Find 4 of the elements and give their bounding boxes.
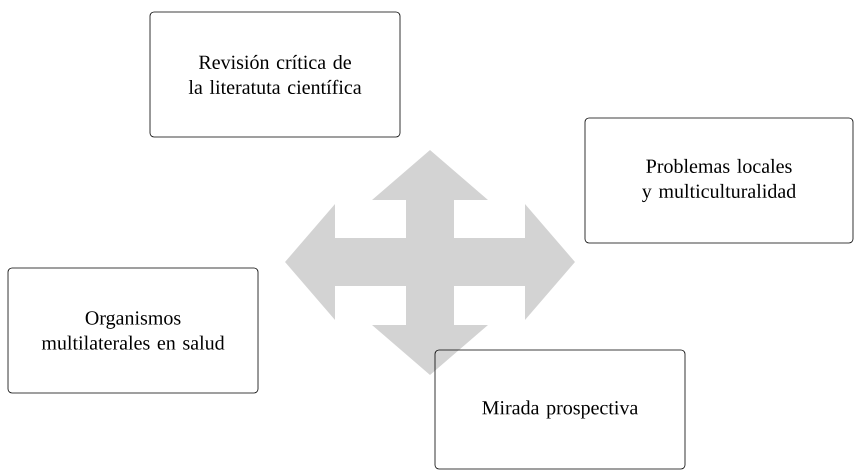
text-box: Mirada prospectiva bbox=[434, 350, 686, 470]
text-box: Revisión crítica de la literatuta científica bbox=[150, 12, 400, 138]
text-box: Problemas locales y multiculturalidad bbox=[584, 118, 854, 244]
text-box: Organismos multilaterales en salud bbox=[8, 268, 258, 394]
